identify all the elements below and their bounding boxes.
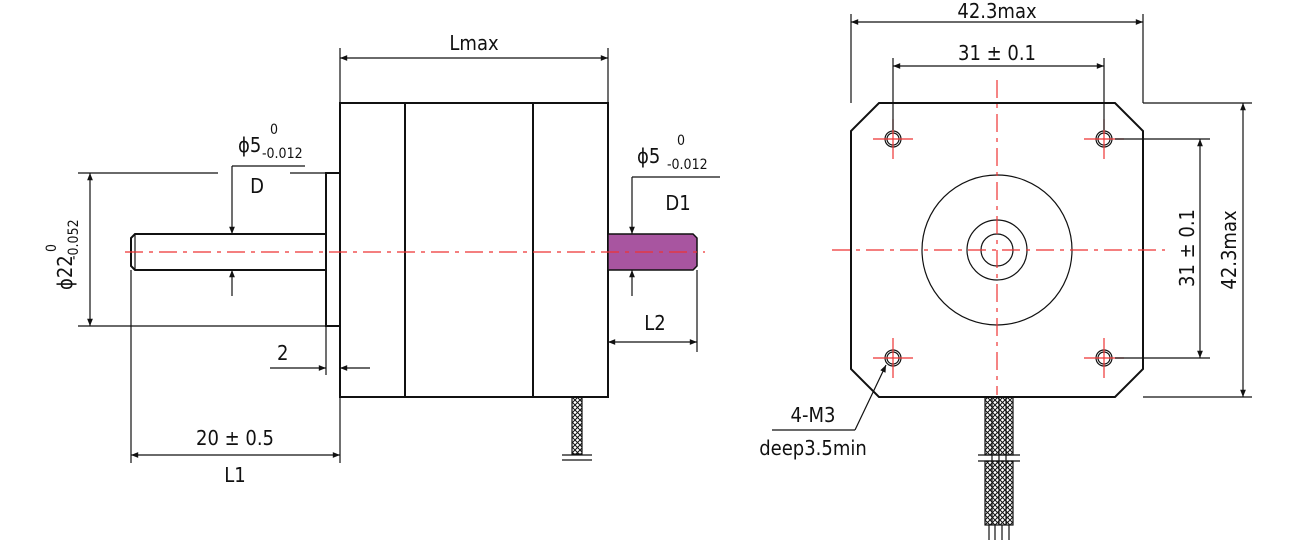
pilot-flange [325, 172, 341, 327]
mounting-hole [873, 338, 913, 378]
rear-shaft-dia-label: ϕ5 0 -0.012 [637, 133, 708, 173]
l1-label: L1 [224, 463, 245, 487]
svg-text:-0.052: -0.052 [66, 219, 82, 260]
svg-text:0: 0 [270, 122, 278, 138]
side-view: Lmax ϕ5 0 -0.012 D ϕ22 0 -0.052 2 20 ± 0… [44, 31, 720, 487]
hole-spacing-h-label: 31 ± 0.1 [958, 41, 1036, 65]
hole-callout: 4-M3 [791, 403, 836, 427]
front-shaft-label: D [250, 174, 264, 198]
mounting-plate [850, 102, 1144, 398]
svg-text:-0.012: -0.012 [262, 146, 303, 162]
front-view: 42.3max 31 ± 0.1 31 ± 0.1 42.3max 4-M3 d… [759, 0, 1252, 540]
svg-text:0: 0 [677, 133, 685, 149]
svg-text:ϕ22: ϕ22 [53, 255, 77, 290]
shaft-length-label: 20 ± 0.5 [196, 426, 274, 450]
pilot-height-label: 2 [277, 341, 288, 365]
height-label: 42.3max [1217, 210, 1241, 290]
mounting-holes [873, 119, 1124, 378]
l2-label: L2 [644, 311, 665, 335]
rear-shaft-label: D1 [665, 191, 690, 215]
front-shaft-dia-label: ϕ5 0 -0.012 [238, 122, 303, 162]
pilot-dia-label: ϕ22 0 -0.052 [44, 219, 82, 290]
length-label: Lmax [449, 31, 499, 55]
cable-bundle [978, 396, 1020, 540]
svg-text:0: 0 [44, 244, 60, 252]
svg-text:-0.012: -0.012 [667, 157, 708, 173]
hole-spacing-v-label: 31 ± 0.1 [1175, 209, 1199, 287]
motor-body [339, 102, 609, 398]
svg-text:ϕ5: ϕ5 [238, 133, 261, 157]
cable [571, 396, 583, 455]
width-label: 42.3max [957, 0, 1037, 23]
svg-text:ϕ5: ϕ5 [637, 144, 660, 168]
hole-depth: deep3.5min [759, 436, 867, 460]
